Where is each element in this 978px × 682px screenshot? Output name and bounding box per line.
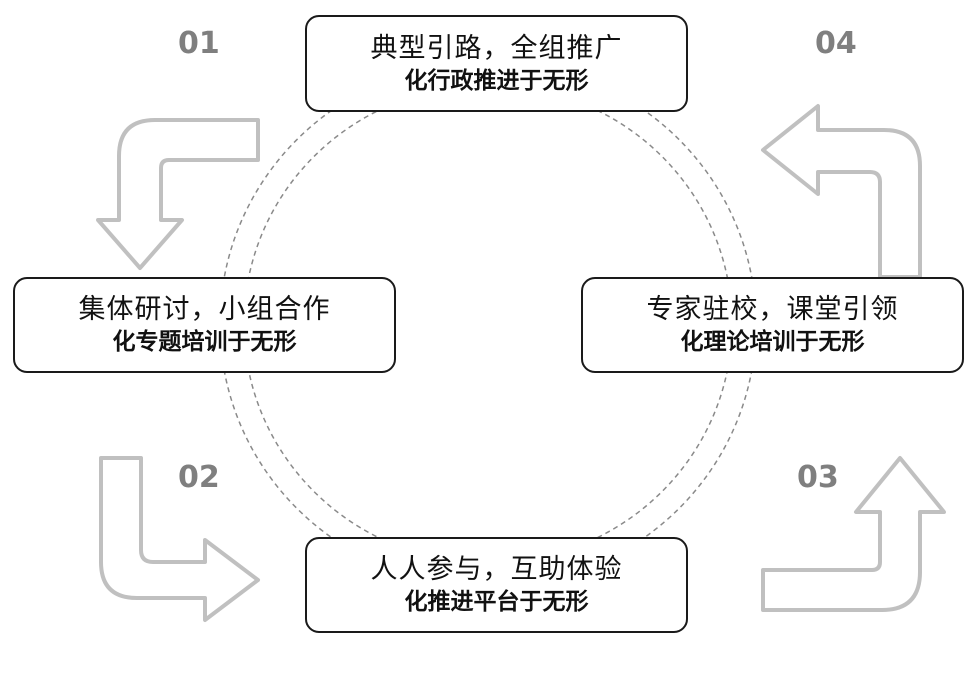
curved-arrow-down-icon: [96, 118, 260, 270]
step-left-subtitle: 化专题培训于无形: [112, 329, 297, 355]
step-bottom-title: 人人参与，互助体验: [370, 554, 623, 585]
step-number-01: 01: [178, 26, 220, 61]
step-box-left: 集体研讨，小组合作 化专题培训于无形: [13, 277, 396, 373]
step-box-right: 专家驻校，课堂引领 化理论培训于无形: [581, 277, 964, 373]
step-number-04: 04: [815, 26, 857, 61]
step-top-subtitle: 化行政推进于无形: [404, 67, 589, 94]
step-number-02: 02: [178, 460, 220, 495]
step-top-title: 典型引路，全组推广: [370, 32, 623, 64]
step-bottom-subtitle: 化推进平台于无形: [404, 589, 589, 615]
curved-arrow-right-icon: [99, 456, 260, 622]
curved-arrow-left-icon: [761, 104, 922, 279]
step-box-top: 典型引路，全组推广 化行政推进于无形: [305, 15, 688, 112]
curved-arrow-up-icon: [761, 456, 946, 612]
step-right-title: 专家驻校，课堂引领: [646, 294, 899, 325]
step-right-subtitle: 化理论培训于无形: [680, 329, 865, 355]
step-number-03: 03: [797, 460, 839, 495]
step-box-bottom: 人人参与，互助体验 化推进平台于无形: [305, 537, 688, 633]
step-left-title: 集体研讨，小组合作: [78, 294, 331, 325]
